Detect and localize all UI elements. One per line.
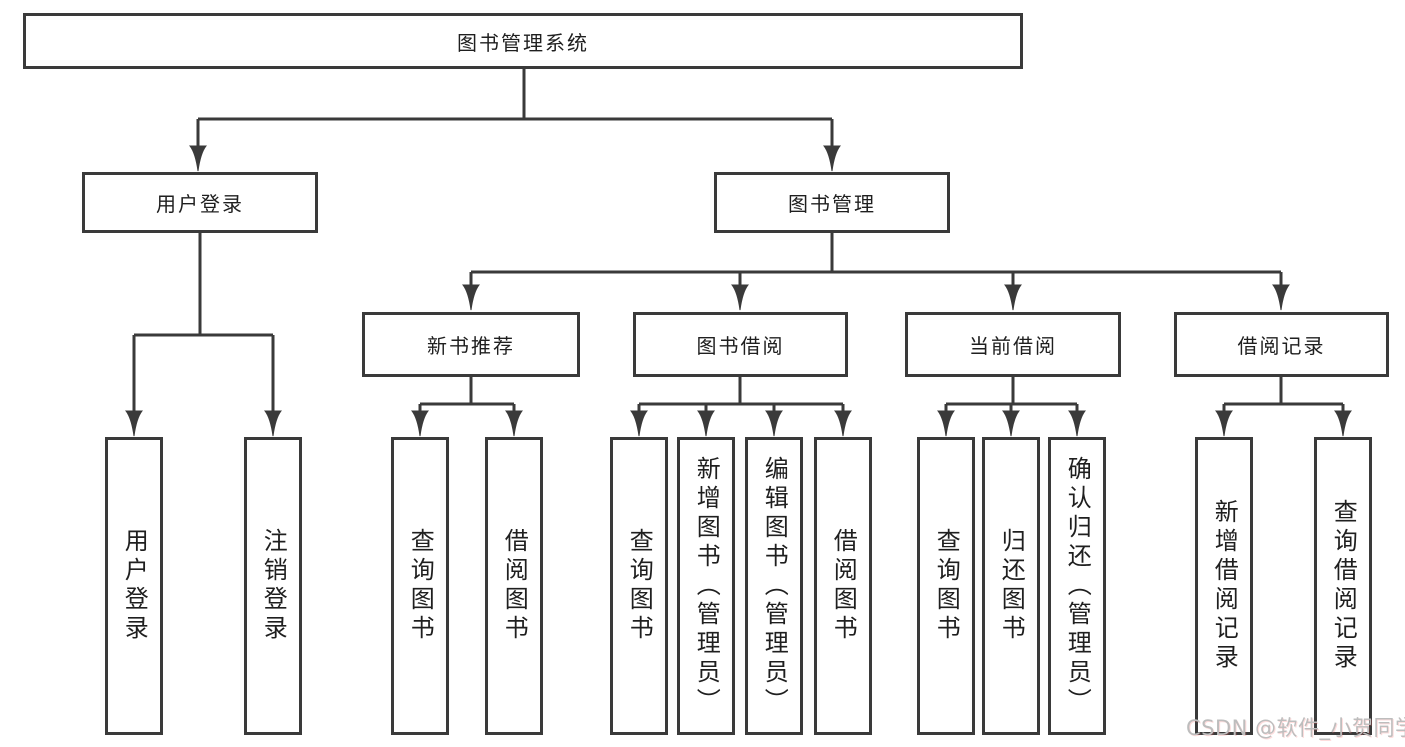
leaf-confirm-return-admin-label: 确认归还（管理员） xyxy=(1063,455,1092,717)
leaf-logout: 注销登录 xyxy=(244,437,302,735)
leaf-query-borrow-record: 查询借阅记录 xyxy=(1314,437,1372,735)
leaf-query-borrow-record-label: 查询借阅记录 xyxy=(1329,499,1358,673)
connector-current-borrowing-children xyxy=(936,377,1087,437)
leaf-user-login-label: 用户登录 xyxy=(120,528,149,644)
leaf-query-book-recommend-label: 查询图书 xyxy=(406,528,435,644)
csdn-watermark: CSDN @软件_小贺同学 xyxy=(1186,716,1405,740)
node-new-book-recommendation: 新书推荐 xyxy=(362,312,580,377)
connector-book-management-children xyxy=(461,233,1291,311)
node-book-borrowing-label: 图书借阅 xyxy=(696,334,785,358)
node-library-system-label: 图书管理系统 xyxy=(457,30,589,55)
node-borrowing-records: 借阅记录 xyxy=(1174,312,1389,377)
node-book-management-label: 图书管理 xyxy=(788,192,876,216)
node-book-borrowing: 图书借阅 xyxy=(633,312,848,377)
node-library-system: 图书管理系统 xyxy=(23,13,1023,69)
connector-root-to-level2 xyxy=(188,69,842,172)
leaf-borrow-book-label: 借阅图书 xyxy=(829,528,858,644)
node-new-book-recommendation-label: 新书推荐 xyxy=(427,334,515,358)
node-book-management: 图书管理 xyxy=(714,172,950,233)
node-user-login: 用户登录 xyxy=(82,172,318,233)
leaf-return-book: 归还图书 xyxy=(982,437,1040,735)
leaf-add-borrow-record: 新增借阅记录 xyxy=(1195,437,1253,735)
leaf-logout-label: 注销登录 xyxy=(259,528,288,644)
leaf-query-book-current: 查询图书 xyxy=(917,437,975,735)
node-borrowing-records-label: 借阅记录 xyxy=(1237,334,1326,358)
leaf-add-book-admin-label: 新增图书（管理员） xyxy=(692,455,721,717)
leaf-return-book-label: 归还图书 xyxy=(997,528,1026,644)
leaf-add-borrow-record-label: 新增借阅记录 xyxy=(1210,499,1239,673)
connector-new-book-recommendation-children xyxy=(410,377,524,437)
node-current-borrowing: 当前借阅 xyxy=(905,312,1121,377)
connector-borrowing-records-children xyxy=(1214,377,1353,437)
connector-user-login-children xyxy=(124,233,283,437)
leaf-query-book-borrow: 查询图书 xyxy=(610,437,668,735)
leaf-add-book-admin: 新增图书（管理员） xyxy=(677,437,735,735)
leaf-query-book-recommend: 查询图书 xyxy=(391,437,449,735)
connector-book-borrowing-children xyxy=(629,377,853,437)
leaf-query-book-borrow-label: 查询图书 xyxy=(625,528,654,644)
node-user-login-label: 用户登录 xyxy=(156,192,244,216)
leaf-borrow-book: 借阅图书 xyxy=(814,437,872,735)
leaf-confirm-return-admin: 确认归还（管理员） xyxy=(1048,437,1106,735)
leaf-borrow-book-recommend: 借阅图书 xyxy=(485,437,543,735)
leaf-user-login: 用户登录 xyxy=(105,437,163,735)
node-current-borrowing-label: 当前借阅 xyxy=(969,334,1057,358)
leaf-edit-book-admin: 编辑图书（管理员） xyxy=(745,437,803,735)
leaf-edit-book-admin-label: 编辑图书（管理员） xyxy=(760,455,789,717)
leaf-query-book-current-label: 查询图书 xyxy=(932,528,961,644)
leaf-borrow-book-recommend-label: 借阅图书 xyxy=(500,528,529,644)
